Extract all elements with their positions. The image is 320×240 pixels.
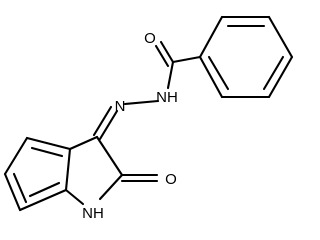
bond	[25, 136, 72, 151]
bond	[159, 40, 175, 64]
atom-label-n-imine: N	[115, 98, 126, 115]
bond	[12, 172, 28, 204]
hydrazide-chain	[92, 40, 202, 141]
bond	[3, 172, 22, 212]
bond	[64, 188, 85, 206]
bond	[123, 99, 160, 106]
bond	[98, 109, 119, 141]
bond	[98, 173, 124, 201]
indole-benzene-ring	[3, 136, 72, 212]
indolinone-lactam-ring	[64, 135, 159, 206]
bond	[166, 60, 175, 90]
atom-label-o-benzoyl: O	[144, 30, 156, 47]
bond	[30, 146, 64, 158]
bond	[262, 55, 285, 91]
bond	[198, 15, 224, 59]
bond	[171, 55, 202, 64]
bond	[68, 135, 99, 151]
molecule-structure: O NH N O NH	[3, 15, 294, 222]
nitrogen-label: N	[115, 98, 126, 115]
bond	[28, 181, 61, 198]
bond	[267, 55, 294, 99]
benzoyl-phenyl-ring	[198, 15, 294, 99]
nh-label: NH	[156, 89, 178, 106]
nh-label: NH	[82, 205, 104, 222]
bond	[64, 147, 72, 192]
bond	[198, 55, 224, 99]
bond	[3, 136, 29, 176]
bond	[95, 135, 124, 177]
bond	[154, 44, 170, 68]
atom-label-o-lactam: O	[165, 171, 177, 188]
bond	[18, 188, 68, 212]
oxygen-label: O	[165, 171, 177, 188]
bond	[92, 105, 113, 137]
oxygen-label: O	[144, 30, 156, 47]
atom-label-nh-hydrazide: NH	[156, 89, 178, 106]
atom-label-nh-lactam: NH	[82, 205, 104, 222]
bond	[267, 15, 294, 59]
bond	[207, 55, 230, 91]
